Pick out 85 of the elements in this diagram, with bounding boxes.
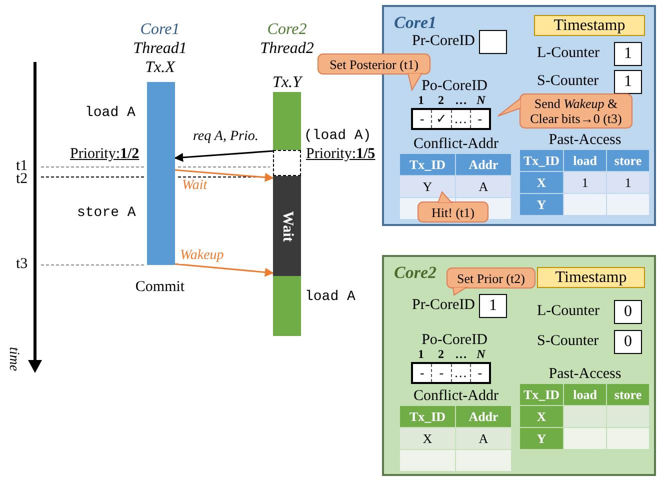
thread-heading: Thread1 [133,40,187,57]
time-label: t1 [16,158,28,174]
field-label: L-Counter [537,303,600,320]
priority-label: Priority:1/2 [70,146,140,163]
value-field: 1 [614,70,642,94]
bit-cell-text: - [418,364,426,382]
field-label: Po-CoreID [420,78,488,94]
axis-label: time [5,347,22,372]
table-title: Conflict-Addr [412,388,500,404]
bit-cell: … [450,110,470,128]
table-title: Past-Access [548,132,622,148]
operation-label: load A [85,105,136,122]
bit-cell: … [450,364,470,382]
edge-label: Wakeup [179,248,225,264]
table-cell: 1 [607,172,649,193]
bit-cell: - [470,110,489,128]
field-label: Pr-CoreID [412,297,476,314]
arrow [174,263,274,277]
header-cell: Tx_ID [400,406,455,427]
thread-heading: Tx.X [145,59,175,76]
panel-title: Core1 [394,13,436,33]
priority-label: Priority:1/5 [306,146,376,163]
column-number: 2 [437,348,445,361]
column-number: N [476,94,487,107]
bit-cell: ✓ [431,110,450,128]
bit-cell: - [431,364,450,382]
operation-label: load A [305,289,356,306]
dashed-segment [273,150,301,176]
table-cell: Y [400,176,455,197]
thread-heading: Tx.Y [272,74,302,91]
table-title: Past-Access [548,366,622,382]
table-cell: A [456,176,511,197]
field-label: Po-CoreID [420,332,488,348]
time-label: t2 [16,171,28,188]
header-cell: load [564,384,606,405]
field-label: S-Counter [537,73,599,90]
time-label: t3 [16,256,28,273]
table-cell: 1 [564,172,606,193]
field-label: Pr-CoreID [412,33,476,50]
panel-title: Core2 [394,263,436,283]
thread-bar [273,92,301,150]
field-label: L-Counter [537,45,600,62]
column-number: … [454,348,468,361]
thread-bar [273,276,301,336]
column-number: 1 [417,348,425,361]
operation-label: (load A) [304,128,372,145]
header-cell: Tx_ID [520,150,563,171]
header-cell: X [520,172,563,193]
bit-cell: - [470,364,489,382]
value-field: 1 [479,294,507,318]
bit-cell-text: - [418,110,426,128]
column-number: … [454,94,468,107]
table-title: Conflict-Addr [412,136,500,152]
header-cell: Y [520,194,563,215]
header-cell: Y [520,428,563,449]
header-cell: X [520,406,563,427]
arrow [174,150,274,162]
wait-segment: Wait [273,176,301,276]
header-cell: Tx_ID [520,384,563,405]
table-cell: A [456,428,511,449]
timestamp-box: Timestamp [537,267,645,288]
arrow [174,169,274,182]
edge-label: req A, Prio. [192,129,260,145]
thread-heading: Core2 [267,21,307,38]
thread-bar [147,82,175,265]
header-cell: Tx_ID [400,154,455,175]
operation-label: store A [77,205,136,222]
header-cell: load [564,150,606,171]
core-panel [382,255,656,476]
field-label: S-Counter [537,333,599,350]
thread-heading: Core1 [140,21,180,38]
timestamp-box: Timestamp [534,15,645,36]
column-number: N [476,348,487,361]
column-number: 1 [417,94,425,107]
header-cell: Addr [456,154,511,175]
value-field: 0 [614,330,642,354]
header-cell: store [607,150,649,171]
header-cell: store [607,384,649,405]
time-label: Commit [135,279,185,296]
header-cell: Addr [456,406,511,427]
thread-heading: Thread2 [260,40,314,57]
column-number: 2 [437,94,445,107]
value-field: 1 [614,42,642,66]
table-cell: X [400,428,455,449]
value-field: 0 [614,300,642,324]
